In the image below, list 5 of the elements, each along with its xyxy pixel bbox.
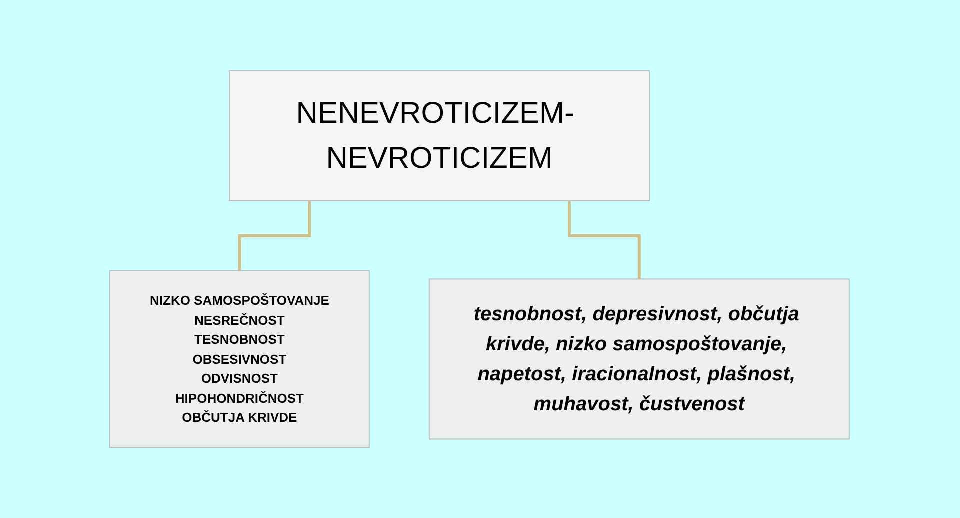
node-box: NENEVROTICIZEM- NEVROTICIZEM xyxy=(229,70,650,202)
connector xyxy=(238,200,312,272)
connector xyxy=(568,200,642,280)
node-box: NIZKO SAMOSPOŠTOVANJE NESREČNOST TESNOBNOST OBSESIVNOST ODVISNOST HIPOHONDRIČNOST OBČUTJA KRIVDE xyxy=(110,270,370,448)
node-box: tesnobnost, depresivnost, občutja krivde, nizko samospoštovanje, napetost, iracionalnost, plašnost, muhavost, čustvenost xyxy=(429,278,850,440)
